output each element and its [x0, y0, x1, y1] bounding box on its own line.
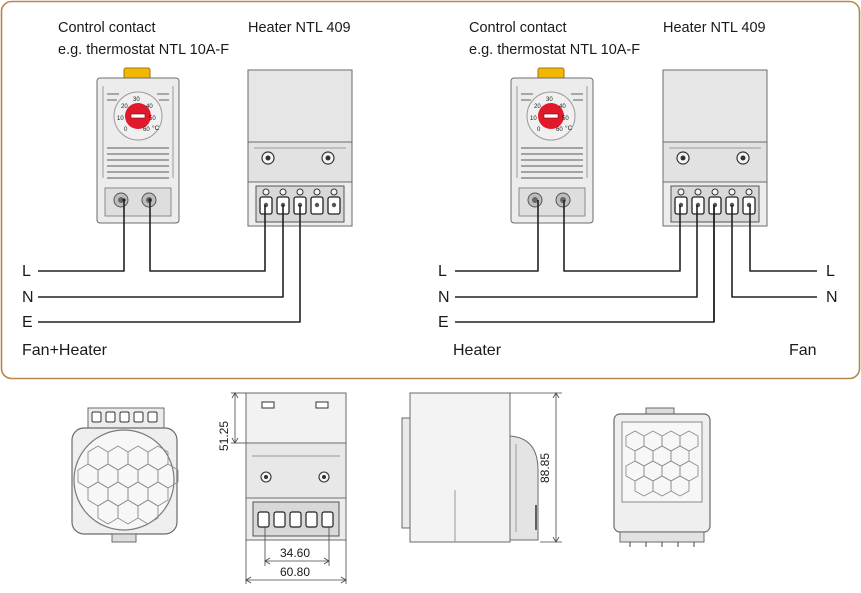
right-control-subtitle: e.g. thermostat NTL 10A-F	[469, 42, 641, 58]
view-front-round	[71, 407, 179, 543]
dial-left	[113, 91, 163, 141]
dial-left-unit: °C	[152, 125, 160, 132]
dimension-depth-height: 88.85	[538, 452, 552, 483]
wires-left	[38, 200, 301, 323]
dial-left-tick-0: 0	[124, 127, 128, 133]
left-wire-E-label: E	[22, 314, 33, 331]
dial-right-tick-30: 30	[546, 97, 553, 103]
frame-border	[0, 0, 861, 380]
dimension-width-total: 60.80	[280, 565, 311, 579]
dial-right-unit: °C	[565, 125, 573, 132]
dial-right-tick-60: 60	[556, 127, 563, 133]
view-front-dimensioned	[231, 392, 347, 584]
dimension-height-upper: 51.25	[217, 420, 231, 451]
left-caption: Fan+Heater	[22, 342, 107, 359]
right-wire-N-right-label: N	[826, 289, 838, 306]
dial-right-tick-10: 10	[530, 116, 537, 122]
dial-left-tick-20: 20	[121, 104, 128, 110]
thermostat-left	[96, 67, 180, 224]
heater-left	[247, 69, 353, 227]
wires-right	[455, 200, 817, 323]
dial-right	[526, 91, 576, 141]
right-control-title: Control contact	[469, 20, 567, 36]
dimension-terminal-spacing: 34.60	[280, 546, 311, 560]
view-side	[401, 392, 562, 543]
dial-left-tick-10: 10	[117, 116, 124, 122]
right-wire-N-label: N	[438, 289, 450, 306]
left-wire-N-label: N	[22, 289, 34, 306]
right-caption-fan: Fan	[789, 342, 817, 359]
right-heater-title: Heater NTL 409	[663, 20, 766, 36]
dial-left-tick-50: 50	[149, 116, 156, 122]
dial-right-tick-0: 0	[537, 127, 541, 133]
left-control-subtitle: e.g. thermostat NTL 10A-F	[58, 42, 230, 58]
dial-right-tick-20: 20	[534, 104, 541, 110]
left-heater-title: Heater NTL 409	[248, 20, 351, 36]
dial-right-tick-50: 50	[562, 116, 569, 122]
dial-left-tick-30: 30	[133, 97, 140, 103]
dial-left-tick-40: 40	[146, 104, 153, 110]
right-caption-heater: Heater	[453, 342, 502, 359]
left-control-title: Control contact	[58, 20, 156, 36]
right-wire-L-label: L	[438, 263, 447, 280]
dial-left-tick-60: 60	[143, 127, 150, 133]
view-rear-square	[613, 407, 711, 547]
right-wire-E-label: E	[438, 314, 449, 331]
thermostat-right	[510, 67, 594, 224]
heater-right	[662, 69, 768, 227]
dial-right-tick-40: 40	[559, 104, 566, 110]
left-wire-L-label: L	[22, 263, 31, 280]
right-wire-L-right-label: L	[826, 263, 835, 280]
